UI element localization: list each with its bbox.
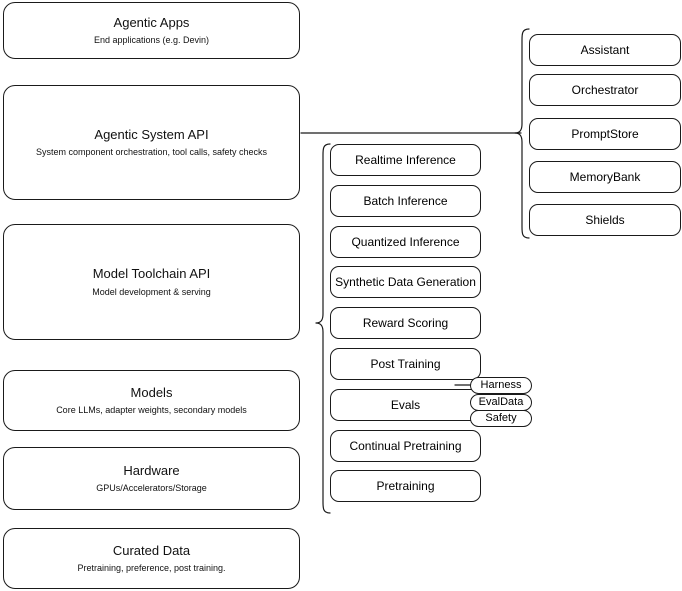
capability-evals[interactable]: Evals <box>330 389 481 421</box>
layer-title: Hardware <box>123 462 180 478</box>
system-component-label: MemoryBank <box>569 169 641 184</box>
system-component-label: Assistant <box>580 42 630 57</box>
layer-title: Model Toolchain API <box>92 266 211 282</box>
capability-pretraining[interactable]: Pretraining <box>330 470 481 502</box>
capability-label: Evals <box>390 397 421 412</box>
system-component-label: Shields <box>585 212 625 227</box>
layer-curated-data[interactable]: Curated Data Pretraining, preference, po… <box>3 528 300 589</box>
layer-subtitle: System component orchestration, tool cal… <box>35 147 268 157</box>
capability-post-training[interactable]: Post Training <box>330 348 481 380</box>
layer-subtitle: Pretraining, preference, post training. <box>77 563 226 573</box>
capability-label: Continual Pretraining <box>349 438 462 453</box>
evals-subcomponent-label: Harness <box>480 378 522 391</box>
capability-label: Batch Inference <box>363 193 448 208</box>
layer-subtitle: GPUs/Accelerators/Storage <box>96 483 207 493</box>
layer-title: Agentic System API <box>94 126 209 142</box>
capability-synthetic-data-generation[interactable]: Synthetic Data Generation <box>330 266 481 298</box>
capability-label: Quantized Inference <box>351 234 460 249</box>
layer-subtitle: End applications (e.g. Devin) <box>93 35 210 45</box>
capability-continual-pretraining[interactable]: Continual Pretraining <box>330 430 481 462</box>
capability-label: Post Training <box>370 356 441 371</box>
layer-agentic-apps[interactable]: Agentic Apps End applications (e.g. Devi… <box>3 2 300 59</box>
capability-quantized-inference[interactable]: Quantized Inference <box>330 226 481 258</box>
capability-label: Realtime Inference <box>355 152 456 167</box>
evals-subcomponent-label: EvalData <box>478 395 524 408</box>
layer-models[interactable]: Models Core LLMs, adapter weights, secon… <box>3 370 300 431</box>
layer-title: Agentic Apps <box>113 14 190 30</box>
layer-model-toolchain-api[interactable]: Model Toolchain API Model development & … <box>3 224 300 340</box>
layer-hardware[interactable]: Hardware GPUs/Accelerators/Storage <box>3 447 300 510</box>
capability-reward-scoring[interactable]: Reward Scoring <box>330 307 481 339</box>
evals-subcomponent-label: Safety <box>485 411 517 424</box>
layer-agentic-system-api[interactable]: Agentic System API System component orch… <box>3 85 300 200</box>
system-component-shields[interactable]: Shields <box>529 204 681 236</box>
system-component-promptstore[interactable]: PromptStore <box>529 118 681 150</box>
system-component-assistant[interactable]: Assistant <box>529 34 681 66</box>
layer-title: Curated Data <box>112 542 191 558</box>
capability-label: Synthetic Data Generation <box>335 274 476 289</box>
layer-subtitle: Core LLMs, adapter weights, secondary mo… <box>56 405 247 415</box>
system-component-label: PromptStore <box>571 126 639 141</box>
capability-batch-inference[interactable]: Batch Inference <box>330 185 481 217</box>
evals-subcomponent-harness[interactable]: Harness <box>470 377 532 394</box>
evals-subcomponent-safety[interactable]: Safety <box>470 410 532 427</box>
system-component-memorybank[interactable]: MemoryBank <box>529 161 681 193</box>
capability-label: Pretraining <box>376 478 435 493</box>
system-component-orchestrator[interactable]: Orchestrator <box>529 74 681 106</box>
capability-label: Reward Scoring <box>362 315 449 330</box>
system-component-label: Orchestrator <box>571 82 639 97</box>
layer-subtitle: Model development & serving <box>92 286 211 297</box>
capability-realtime-inference[interactable]: Realtime Inference <box>330 144 481 176</box>
evals-subcomponent-evaldata[interactable]: EvalData <box>470 394 532 411</box>
layer-title: Models <box>130 384 173 400</box>
